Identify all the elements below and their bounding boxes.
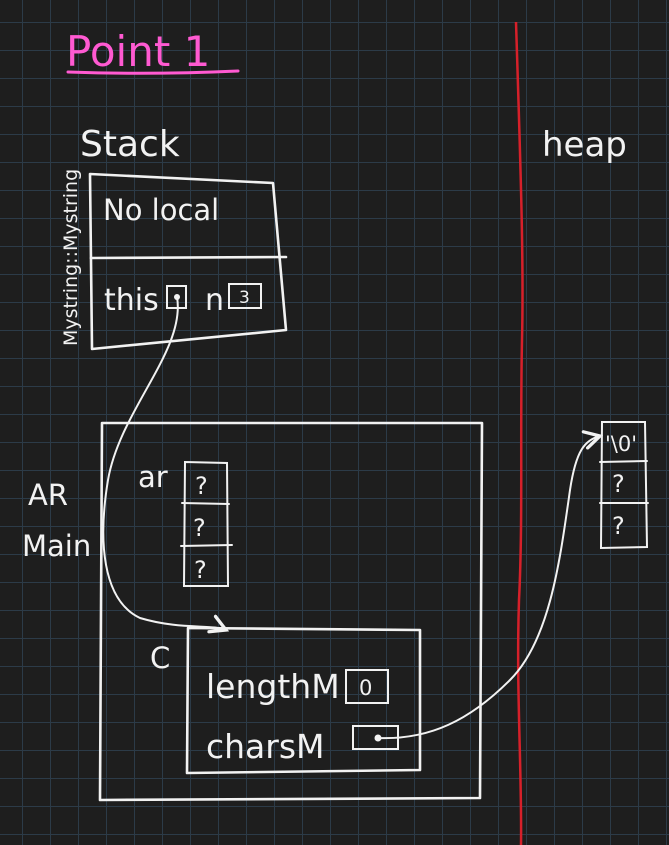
stack-n-label: n: [205, 283, 224, 318]
chars-pointer-arrow: [377, 436, 600, 740]
main-ar-label: AR: [28, 478, 68, 512]
main-name-label: Main: [22, 529, 91, 563]
stack-heap-divider: [514, 21, 524, 845]
diagram-title: Point 1: [66, 27, 210, 76]
heap-cell-2: ?: [612, 512, 625, 540]
stack-local-text: No local: [103, 193, 219, 227]
stack-frame-label: Mystring::Mystring: [60, 169, 82, 346]
heap-cell-1: ?: [612, 470, 625, 498]
object-c-label: C: [150, 641, 170, 675]
stack-this-label: this: [104, 283, 159, 318]
chars-member-label: charsM: [206, 727, 325, 766]
this-pointer-box: [166, 285, 187, 309]
ar-cell-1: ?: [193, 514, 206, 542]
heap-cell-0: '\0': [605, 432, 637, 456]
heap-array: '\0' ? ?: [599, 421, 649, 550]
length-value: 0: [359, 676, 372, 700]
length-value-box: [345, 669, 389, 704]
main-activation-record: AR Main ar ? ? ? C lengthM 0 charsM: [22, 421, 484, 802]
ar-array: ? ? ?: [180, 460, 233, 587]
stack-label: Stack: [80, 124, 180, 165]
length-member-label: lengthM: [206, 667, 340, 706]
ar-label: ar: [138, 460, 168, 494]
object-c: lengthM 0 charsM: [185, 626, 422, 775]
this-pointer-arrow: [102, 296, 226, 630]
n-value-box: [228, 283, 262, 309]
title-underline: [66, 69, 240, 75]
ar-cell-2: ?: [194, 556, 207, 584]
ar-cell-0: ?: [195, 472, 208, 500]
stack-frame-mystring: Mystring::Mystring No local this n 3: [60, 169, 288, 351]
n-value: 3: [239, 288, 250, 308]
heap-label: heap: [542, 125, 627, 165]
